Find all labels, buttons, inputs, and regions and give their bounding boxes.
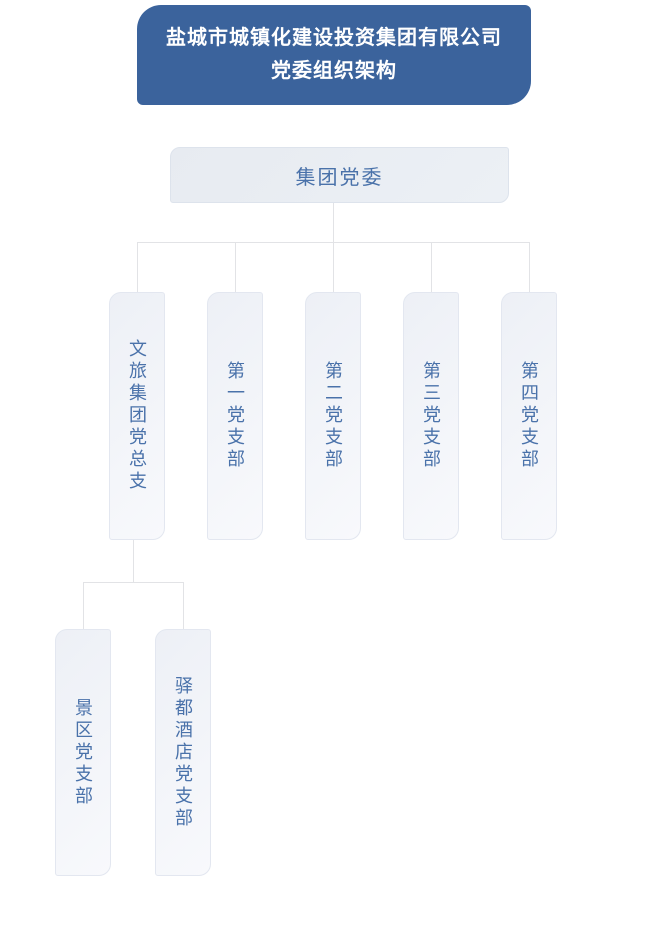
connector-level1-horizontal xyxy=(137,242,530,243)
node-label: 集团党委 xyxy=(295,166,384,189)
connector-branch1-drop xyxy=(133,540,134,582)
node-label: 第一党支部 xyxy=(225,361,245,471)
node-third-party-branch: 第三党支部 xyxy=(403,292,459,540)
node-scenic-area-party-branch: 景区党支部 xyxy=(55,629,111,876)
connector-level1-drop-5 xyxy=(529,243,530,292)
connector-level2-horizontal xyxy=(83,582,184,583)
node-group-party-committee: 集团党委 xyxy=(170,147,509,203)
chart-title-line2: 党委组织架构 xyxy=(271,60,397,82)
connector-root-drop xyxy=(333,203,334,243)
node-label: 文旅集团党总支 xyxy=(127,339,147,493)
connector-level1-drop-3 xyxy=(333,243,334,292)
node-culture-tourism-general-branch: 文旅集团党总支 xyxy=(109,292,165,540)
node-label: 第三党支部 xyxy=(421,361,441,471)
connector-level1-drop-1 xyxy=(137,243,138,292)
node-fourth-party-branch: 第四党支部 xyxy=(501,292,557,540)
connector-level1-drop-2 xyxy=(235,243,236,292)
chart-title-banner: 盐城市城镇化建设投资集团有限公司 党委组织架构 xyxy=(137,5,531,105)
node-yidu-hotel-party-branch: 驿都酒店党支部 xyxy=(155,629,211,876)
node-label: 景区党支部 xyxy=(73,697,93,808)
node-label: 第四党支部 xyxy=(519,361,539,471)
node-second-party-branch: 第二党支部 xyxy=(305,292,361,540)
node-label: 第二党支部 xyxy=(323,361,343,471)
node-first-party-branch: 第一党支部 xyxy=(207,292,263,540)
node-label: 驿都酒店党支部 xyxy=(173,675,193,830)
connector-level1-drop-4 xyxy=(431,243,432,292)
connector-level2-drop-2 xyxy=(183,583,184,629)
chart-title-line1: 盐城市城镇化建设投资集团有限公司 xyxy=(166,27,502,49)
connector-level2-drop-1 xyxy=(83,583,84,629)
